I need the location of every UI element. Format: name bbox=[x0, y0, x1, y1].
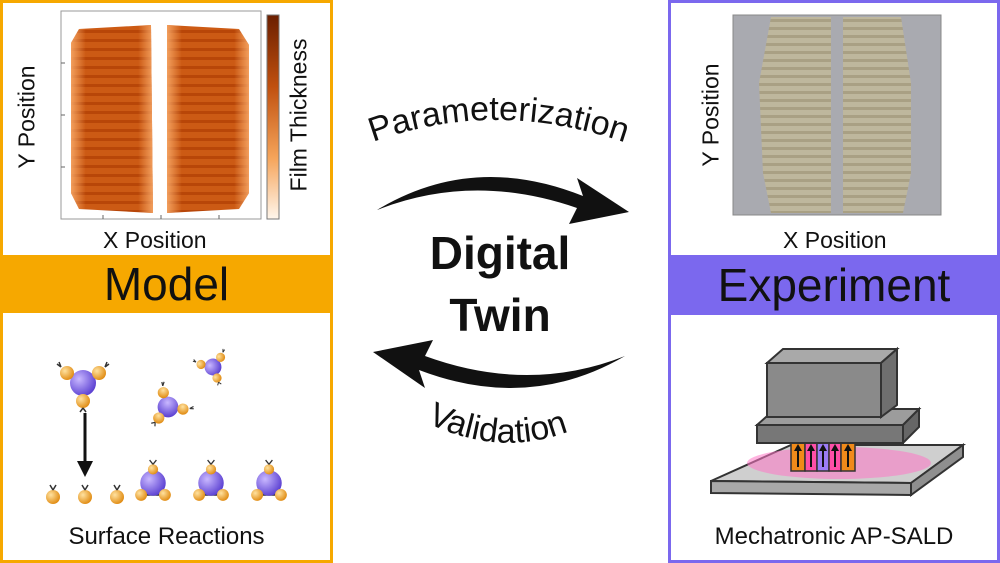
validation-label: Validation bbox=[423, 395, 571, 451]
validation-arrow bbox=[373, 340, 625, 388]
experiment-x-axis-label: X Position bbox=[783, 227, 887, 253]
ap-sald-illustration bbox=[710, 346, 967, 497]
experiment-caption: Mechatronic AP-SALD bbox=[714, 523, 954, 550]
adsorbed-molecule-1 bbox=[134, 459, 172, 502]
molecule-floating-2 bbox=[191, 347, 236, 392]
adsorbed-molecule-2 bbox=[192, 459, 230, 502]
model-banner: Model bbox=[3, 255, 330, 313]
experiment-banner: Experiment bbox=[671, 255, 997, 315]
model-panel: Y Position X Position Film Thickness Mod… bbox=[0, 0, 333, 563]
digital-twin-title-line1: Digital bbox=[429, 227, 571, 279]
film-deposit-left bbox=[759, 17, 831, 213]
experiment-y-axis-label: Y Position bbox=[697, 63, 724, 167]
gas-channels bbox=[790, 440, 856, 472]
film-thickness-heatmap bbox=[60, 10, 280, 220]
digital-twin-title-line2: Twin bbox=[449, 289, 551, 341]
film-deposit-right bbox=[843, 17, 911, 213]
parameterization-label: Parameterization bbox=[363, 90, 634, 150]
surface-atoms bbox=[46, 484, 124, 504]
model-y-axis-label: Y Position bbox=[13, 65, 40, 169]
colorbar bbox=[266, 14, 280, 220]
precursor-molecule bbox=[56, 361, 110, 413]
experiment-film-photo bbox=[732, 14, 942, 216]
molecule-floating-1 bbox=[136, 379, 196, 439]
print-head-body bbox=[764, 348, 900, 364]
cycle-arrows: Parameterization Validation bbox=[363, 90, 634, 451]
surface-reactions-illustration bbox=[46, 347, 288, 504]
parameterization-arrow bbox=[377, 177, 629, 224]
model-x-axis-label: X Position bbox=[103, 227, 207, 253]
model-caption: Surface Reactions bbox=[68, 523, 265, 550]
experiment-panel: Y Position X Position Experiment bbox=[668, 0, 1000, 563]
adsorbed-molecule-3 bbox=[250, 459, 288, 502]
colorbar-label: Film Thickness bbox=[285, 38, 312, 192]
